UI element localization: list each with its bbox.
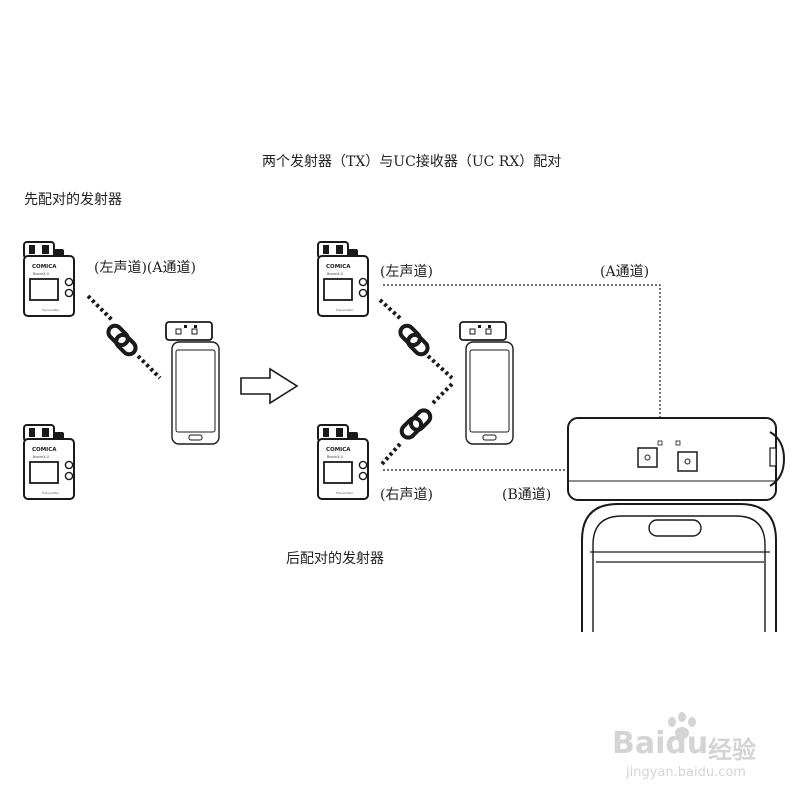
- pair-link-left-b: [426, 354, 454, 380]
- uc-receiver-body: [567, 417, 777, 501]
- transmitter-left-channel: [317, 241, 369, 317]
- pair-link-right-a: [430, 382, 454, 406]
- pair-link-right-b: [380, 442, 402, 466]
- a-channel-mapping-line: [383, 284, 661, 440]
- watermark-brand: Baidu: [612, 726, 709, 761]
- pair-link-step1-b: [136, 354, 162, 380]
- label-left-channel: (左声道): [380, 264, 433, 280]
- phone-with-receiver-step1: [165, 321, 220, 445]
- label-later-paired: 后配对的发射器: [286, 551, 384, 567]
- watermark-paw-icon: [668, 712, 696, 739]
- phone-body-closeup: [581, 503, 777, 632]
- chain-link-icon: [105, 323, 139, 357]
- label-first-paired: 先配对的发射器: [24, 192, 122, 208]
- label-b-channel: (B通道): [502, 487, 552, 503]
- diagram-title: 两个发射器（TX）与UC接收器（UC RX）配对: [262, 154, 562, 170]
- label-right-channel: (右声道): [380, 487, 433, 503]
- chain-link-icon: [399, 407, 433, 441]
- transmitter-first: [23, 241, 75, 317]
- chain-link-icon: [397, 323, 431, 357]
- hollow-arrow-icon: [240, 367, 299, 405]
- label-a-channel: (A通道): [600, 264, 650, 280]
- transmitter-second-idle: [23, 424, 75, 500]
- phone-with-receiver-step2: [459, 321, 514, 445]
- watermark-url: jingyan.baidu.com: [626, 765, 746, 780]
- receiver-closeup: [567, 417, 786, 632]
- pair-link-left-a: [378, 298, 404, 322]
- pair-link-step1-a: [86, 294, 114, 322]
- watermark-suffix: 经验: [708, 736, 756, 764]
- transmitter-right-channel: [317, 424, 369, 500]
- label-step1-channel: (左声道)(A通道): [94, 260, 196, 276]
